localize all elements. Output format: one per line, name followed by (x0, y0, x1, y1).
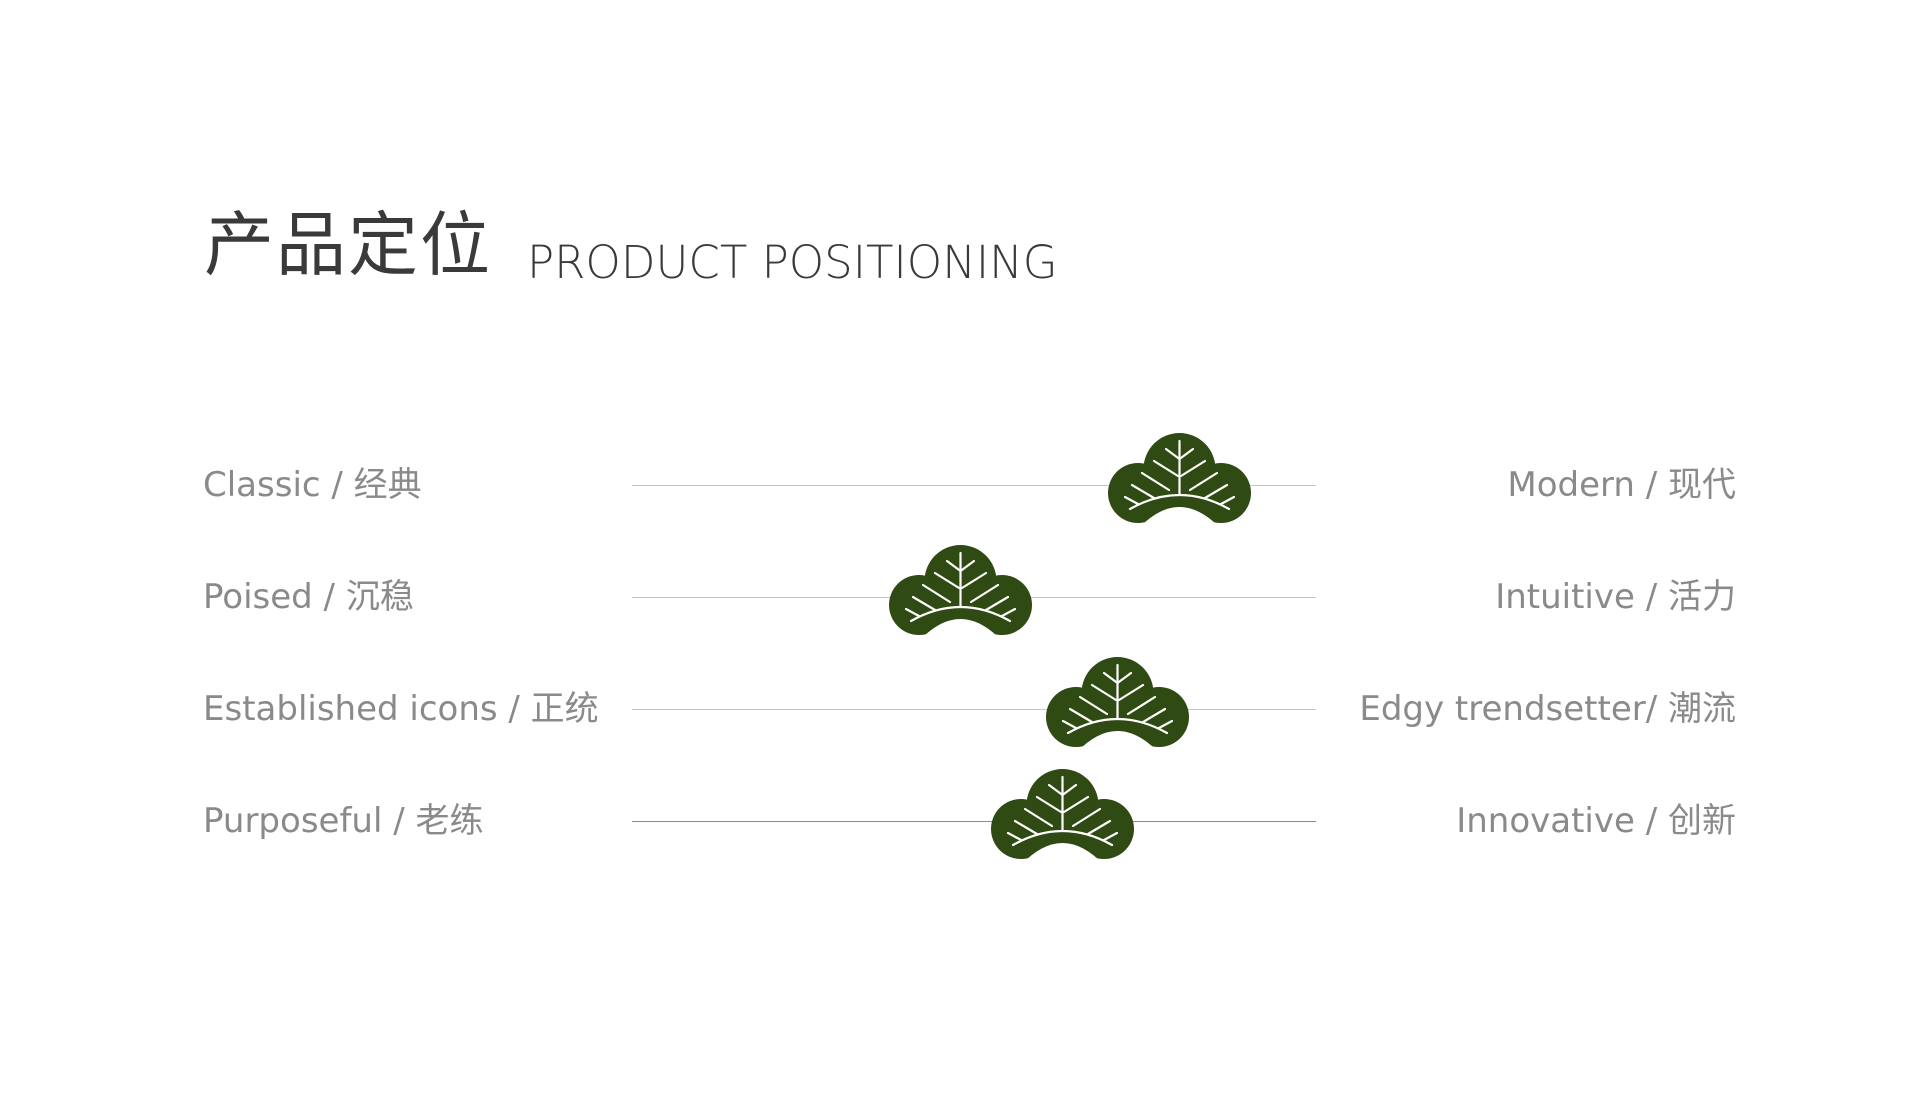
scale-line (632, 821, 1316, 822)
scale-left-label: Purposeful / 老练 (203, 801, 484, 841)
scale-line (632, 485, 1316, 486)
scale-left-label: Established icons / 正统 (203, 689, 599, 729)
scale-left-label: Classic / 经典 (203, 465, 422, 505)
scale-right-label: Intuitive / 活力 (1495, 577, 1736, 617)
scale-right-label: Modern / 现代 (1507, 465, 1736, 505)
scale-line (632, 709, 1316, 710)
pine-tree-icon (1107, 433, 1251, 529)
title-english: PRODUCT POSITIONING (527, 236, 1058, 289)
title-chinese: 产品定位 (204, 204, 492, 286)
pine-tree-icon (991, 769, 1135, 865)
pine-tree-icon (1046, 657, 1190, 753)
pine-tree-icon (888, 545, 1032, 641)
scale-left-label: Poised / 沉稳 (203, 577, 414, 617)
scale-right-label: Edgy trendsetter/ 潮流 (1359, 689, 1736, 729)
scale-right-label: Innovative / 创新 (1456, 801, 1736, 841)
